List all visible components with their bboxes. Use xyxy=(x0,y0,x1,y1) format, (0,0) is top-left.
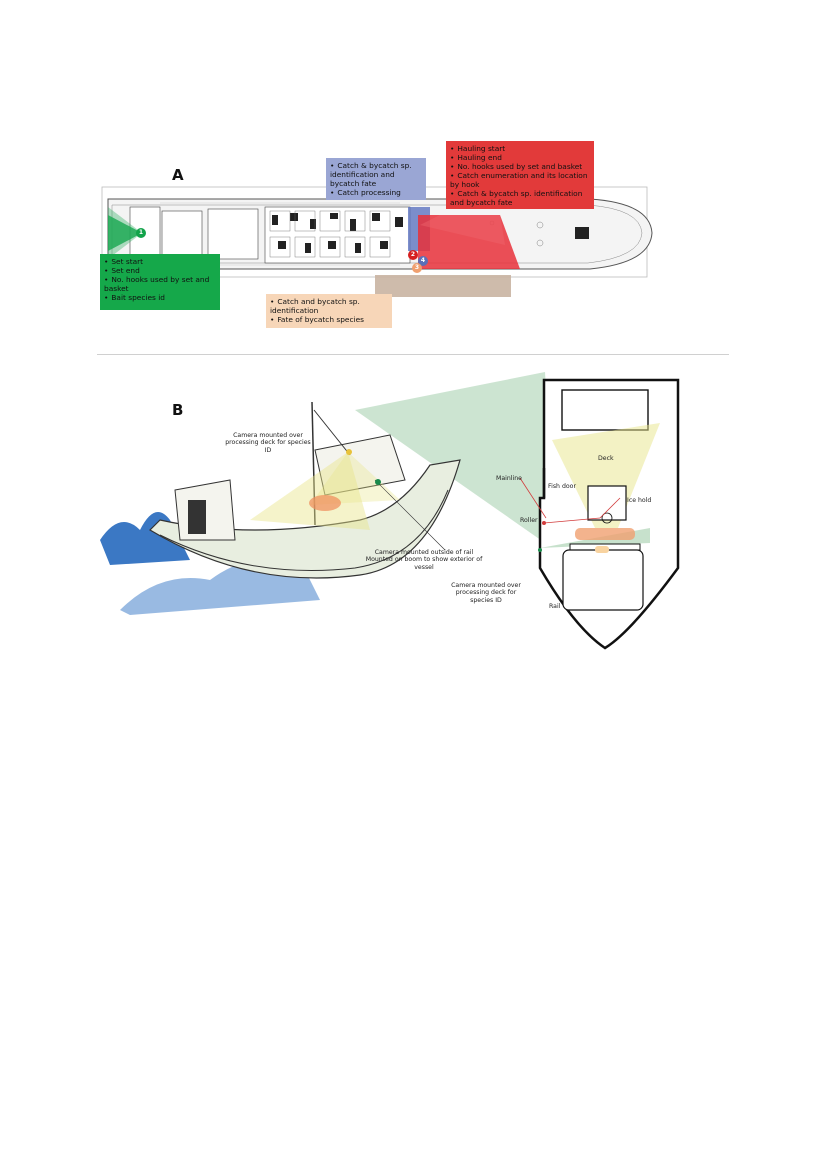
panel-a-letter: A xyxy=(172,166,184,184)
label-deck: Deck xyxy=(598,455,614,462)
red-item: Hauling start xyxy=(450,144,590,153)
red-item: Catch & bycatch sp. identification and b… xyxy=(450,189,590,207)
vessel-top-view xyxy=(519,378,680,650)
green-item: Set start xyxy=(104,257,216,266)
label-ice-hold: Ice hold xyxy=(627,497,652,504)
green-item: Set end xyxy=(104,266,216,275)
marker-1: 1 xyxy=(136,228,146,238)
label-rail: Rail xyxy=(549,603,561,610)
vessel-deck-plan xyxy=(101,186,653,297)
label-fish-door: Fish door xyxy=(548,483,576,490)
marker-2: 2 xyxy=(408,250,418,260)
green-annotation-box: Set start Set end No. hooks used by set … xyxy=(100,254,220,310)
green-item: Bait species id xyxy=(104,293,216,302)
blue-annotation-box: Catch & bycatch sp. identification and b… xyxy=(326,158,426,200)
peach-item: Catch and bycatch sp. identification xyxy=(270,297,388,315)
panel-divider xyxy=(97,354,729,355)
peach-annotation-box: Catch and bycatch sp. identification Fat… xyxy=(266,294,392,328)
label-camera-over-deck-left: Camera mounted over processing deck for … xyxy=(225,432,311,454)
red-item: Catch enumeration and its location by ho… xyxy=(450,171,590,189)
blue-item: Catch processing xyxy=(330,188,422,197)
label-roller: Roller xyxy=(520,517,538,524)
marker-4: 4 xyxy=(418,256,428,266)
green-item: No. hooks used by set and basket xyxy=(104,275,216,293)
panel-b-letter: B xyxy=(172,401,184,419)
label-mainline: Mainline xyxy=(496,475,522,482)
label-camera-outside-rail: Camera mounted outside of rail Mounted o… xyxy=(365,549,483,571)
label-camera-over-deck-right: Camera mounted over processing deck for … xyxy=(451,582,521,604)
blue-item: Catch & bycatch sp. identification and b… xyxy=(330,161,422,188)
red-item: Hauling end xyxy=(450,153,590,162)
peach-item: Fate of bycatch species xyxy=(270,315,388,324)
marker-3: 3 xyxy=(412,263,422,273)
boat-illustration xyxy=(100,372,555,615)
red-annotation-box: Hauling start Hauling end No. hooks used… xyxy=(446,141,594,209)
red-item: No. hooks used by set and basket xyxy=(450,162,590,171)
